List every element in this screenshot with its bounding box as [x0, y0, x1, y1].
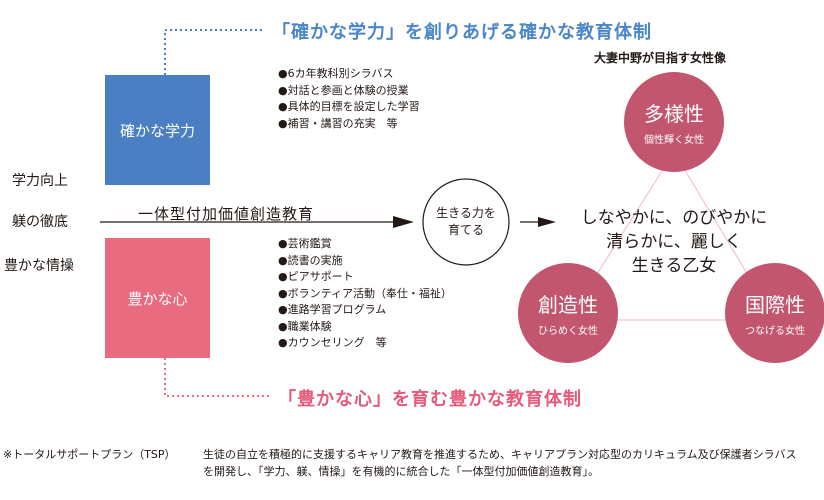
circle-title: 多様性 [644, 102, 704, 126]
main-arrow-head [393, 216, 414, 228]
list-item: ●ピアサポート [278, 270, 354, 283]
bottom-title: 「豊かな心」を育む豊かな教育体制 [278, 389, 582, 410]
circle-sub: ひらめく女性 [538, 326, 598, 337]
circle-title: 国際性 [745, 293, 805, 317]
footnote-line: 生徒の自立を積極的に支援するキャリア教育を推進するため、キャリアプラン対応型のカ… [203, 448, 797, 461]
goal-arrow-head [538, 217, 556, 227]
list-item: ●6カ年教科別シラバス [278, 67, 394, 80]
pink-dotted-line [164, 358, 270, 397]
center-circle-outline [422, 178, 510, 266]
circle-sub: 個性輝く女性 [644, 135, 704, 146]
footnote-label: ※トータルサポートプラン（TSP） [3, 448, 176, 461]
circle-creativity: 創造性 ひらめく女性 [518, 263, 618, 363]
left-item: 豊かな情操 [4, 258, 74, 274]
circle-diversity: 多様性 個性輝く女性 [624, 72, 724, 172]
circle-sub: つなげる女性 [745, 326, 805, 337]
motto-line: 清らかに、麗しく [606, 232, 742, 252]
list-item: ●読書の実施 [278, 253, 343, 267]
motto-line: しなやかに、のびやかに [580, 208, 768, 228]
list-item: ●芸術鑑賞 [278, 237, 332, 250]
motto: しなやかに、のびやかに 清らかに、麗しく 生きる乙女 [560, 206, 788, 278]
footnote-line: を開発し、「学力、躾、情操」を有機的に統合した「一体型付加価値創造教育」。 [203, 465, 599, 478]
list-item: ●職業体験 [278, 319, 332, 333]
list-item: ●補習・講習の充実 等 [278, 116, 398, 130]
list-item: ●具体的目標を設定した学習 [278, 100, 420, 113]
goal-heading: 大妻中野が目指す女性像 [594, 51, 727, 65]
motto-line: 生きる乙女 [631, 256, 717, 276]
pink-list: ●芸術鑑賞 ●読書の実施 ●ピアサポート ●ボランティア活動（奉仕・福祉） ●進… [278, 236, 452, 352]
left-item: 躾の徹底 [12, 214, 68, 230]
blue-box: 確かな学力 [105, 75, 210, 185]
list-item: ●進路学習プログラム [278, 303, 387, 316]
top-title: 「確かな学力」を創りあげる確かな教育体制 [272, 22, 652, 43]
triangle-lines [567, 151, 776, 321]
list-item: ●ボランティア活動（奉仕・福祉） [278, 286, 452, 300]
blue-dotted-line [164, 29, 262, 75]
list-item: ●カウンセリング 等 [278, 336, 387, 349]
blue-list: ●6カ年教科別シラバス ●対話と参画と体験の授業 ●具体的目標を設定した学習 ●… [278, 66, 420, 132]
left-item: 学力向上 [12, 173, 68, 189]
list-item: ●対話と参画と体験の授業 [278, 83, 409, 97]
center-circle-line: 生きる力を [436, 206, 496, 220]
circle-international: 国際性 つなげる女性 [725, 263, 824, 363]
center-circle-line: 育てる [447, 223, 484, 237]
pink-box: 豊かな心 [105, 238, 210, 358]
footnote-text: 生徒の自立を積極的に支援するキャリア教育を推進するため、キャリアプラン対応型のカ… [203, 446, 797, 480]
circle-title: 創造性 [538, 293, 598, 317]
center-circle: 生きる力を 育てる [423, 205, 509, 239]
arrow-label: 一体型付加価値創造教育 [138, 205, 315, 223]
